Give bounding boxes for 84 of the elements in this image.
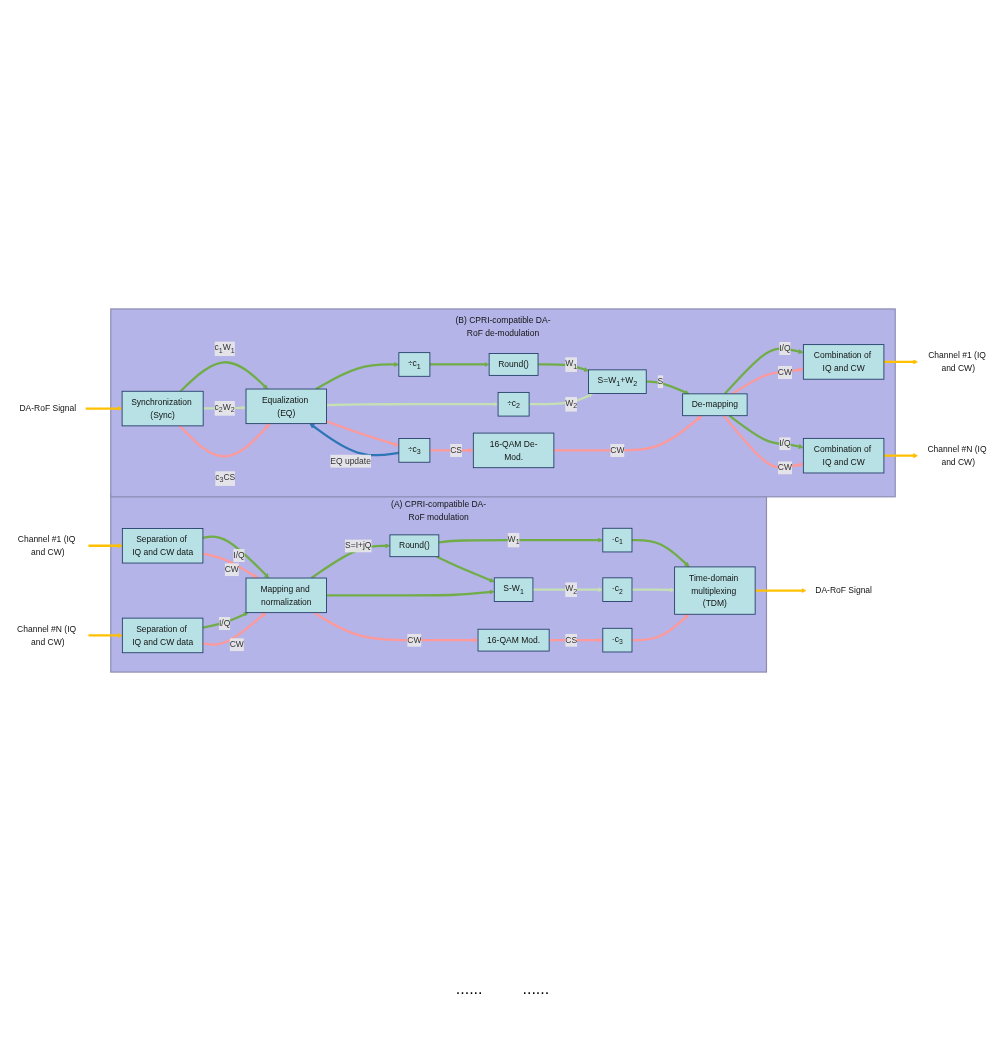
arrow <box>438 537 603 544</box>
arrow <box>325 419 399 447</box>
node-box: ·c$_{1}$ <box>601 527 632 552</box>
arrow <box>435 555 494 582</box>
edge-label: c$_{3}$CS <box>214 471 235 484</box>
arrow <box>754 587 806 593</box>
node-box: Time-domain multiplexing (TDM) <box>673 566 756 615</box>
edge-label: S=I+jQ <box>344 540 371 550</box>
arrow <box>553 414 702 452</box>
edge-label: CS <box>449 444 462 455</box>
edge-label: W$_{1}$ <box>564 357 577 370</box>
node-box: Synchronization (Sync) <box>121 390 204 426</box>
node-box: Round() <box>389 533 439 557</box>
node-box: De-mapping <box>681 392 748 416</box>
node-box: Mapping and normalization <box>245 577 327 613</box>
edge-label: CW <box>229 638 244 649</box>
node-box: ·c$_{2}$ <box>601 576 632 602</box>
node-box: ÷c$_{1}$ <box>397 351 430 377</box>
node-box: Separation of IQ and CW data <box>121 617 203 653</box>
edge-label: I/Q <box>232 549 245 560</box>
node-box: ·c$_{3}$ <box>601 627 632 652</box>
edge-label: CW <box>406 634 421 645</box>
arrow <box>326 589 494 596</box>
arrow <box>87 632 123 638</box>
arrow <box>728 414 804 449</box>
edge-label: c$_{1}$W$_{1}$ <box>214 342 235 354</box>
arrow <box>84 405 122 411</box>
arrow <box>532 586 603 592</box>
arrow <box>179 360 268 392</box>
arrow <box>631 538 690 567</box>
node-box: Combination of IQ and CW <box>802 437 884 473</box>
edge-label: c$_{2}$W$_{2}$ <box>214 401 235 414</box>
edge-label: CW <box>777 461 792 472</box>
edge-label: I/Q <box>778 342 791 353</box>
arrow <box>722 414 804 468</box>
node-box: Round() <box>488 352 538 376</box>
arrow <box>326 401 498 407</box>
edge-label: EQ update <box>329 455 371 465</box>
arrow <box>309 422 399 456</box>
arrow <box>883 452 918 458</box>
node-text: Channel #N (IQ and CW) <box>926 443 987 466</box>
arrow <box>537 362 589 372</box>
node-box: Combination of IQ and CW <box>802 343 884 380</box>
edge-label: CW <box>777 366 792 377</box>
edge-label: W$_{2}$ <box>564 583 577 595</box>
node-text: DA-RoF Signal <box>814 584 872 595</box>
node-box: Separation of IQ and CW data <box>121 527 203 563</box>
arrow <box>312 611 478 643</box>
arrow <box>883 358 918 364</box>
arrow <box>645 380 689 394</box>
arrow <box>202 534 269 578</box>
arrow <box>429 447 474 453</box>
node-box: 16-QAM Mod. <box>477 628 550 651</box>
edge-label: CS <box>564 634 577 645</box>
arrow <box>178 422 270 457</box>
node-box: S=W$_{1}$+W$_{2}$ <box>587 368 647 394</box>
node-text: DA-RoF Signal <box>18 402 76 413</box>
arrow <box>731 366 804 395</box>
arrow <box>429 361 489 367</box>
edge-label: I/Q <box>778 437 791 448</box>
edge-label: CW <box>224 563 239 574</box>
arrow <box>631 613 689 641</box>
edge-label: CW <box>609 444 624 455</box>
node-box: S-W$_{1}$ <box>493 576 533 602</box>
arrow <box>87 542 123 548</box>
node-box: 16-QAM De-Mod. <box>472 432 554 468</box>
edge-label: I/Q <box>218 617 230 628</box>
node-text: Channel #1 (IQ and CW) <box>17 533 75 557</box>
arrow <box>548 637 603 643</box>
edge-label: W$_{1}$ <box>507 533 520 546</box>
arrow <box>528 392 593 405</box>
arrow <box>202 551 258 578</box>
node-box: ÷c$_{2}$ <box>497 391 530 416</box>
arrow <box>631 586 675 592</box>
edge-label: S <box>657 375 663 386</box>
node-text: Channel #1 (IQ and CW) <box>927 349 986 373</box>
edge-label: W$_{2}$ <box>564 397 577 410</box>
arrow <box>314 361 399 390</box>
arrow <box>723 347 804 395</box>
node-box: ÷c$_{3}$ <box>397 437 430 463</box>
ellipsis-label: ...... <box>455 980 483 998</box>
node-text: Channel #N (IQ and CW) <box>16 623 76 646</box>
ellipsis-label: ...... <box>522 980 550 998</box>
node-box: Equalization (EQ) <box>245 388 327 424</box>
